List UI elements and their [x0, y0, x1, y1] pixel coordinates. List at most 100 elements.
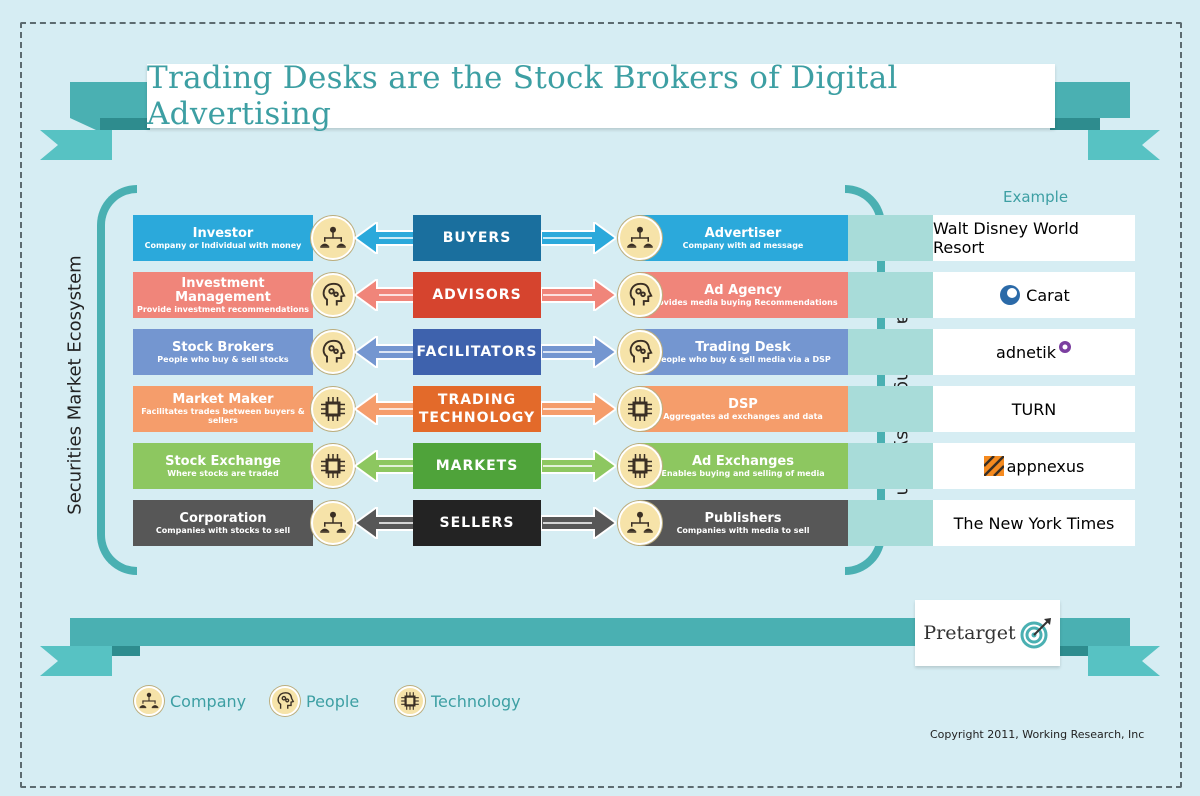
securities-role-description: Company or Individual with money	[144, 240, 302, 250]
example-band	[848, 443, 933, 489]
carat-logo-icon	[1000, 285, 1021, 305]
people-icon	[270, 686, 300, 716]
page-title: Trading Desks are the Stock Brokers of D…	[147, 60, 898, 132]
example-band	[848, 272, 933, 318]
securities-role-label: Investment Management	[175, 275, 271, 305]
company-icon	[311, 216, 355, 260]
legend-technology: Technology	[395, 686, 521, 716]
securities-role-description: Facilitates trades between buyers & sell…	[141, 407, 305, 425]
technology-icon	[618, 387, 662, 431]
media-role-description: Provides media buying Recommendations	[648, 297, 838, 307]
left-ecosystem-label: Securities Market Ecosystem	[64, 255, 86, 515]
company-icon	[134, 686, 164, 716]
category-label: ADVISORS	[413, 272, 541, 318]
securities-role-label: Market Maker	[172, 392, 274, 407]
target-icon	[1020, 618, 1051, 649]
securities-role-label: Corporation	[179, 510, 267, 526]
media-role-description: People who buy & sell media via a DSP	[655, 354, 831, 364]
media-role-label: DSP	[728, 396, 758, 412]
arrow-right	[541, 507, 616, 539]
example-band	[848, 329, 933, 375]
media-role-label: Ad Agency	[704, 282, 782, 298]
securities-role-label: Stock Exchange	[165, 453, 281, 469]
arrow-right	[541, 279, 616, 311]
brand-name: Pretarget	[923, 622, 1016, 644]
example-logo-box: The New York Times	[933, 500, 1135, 546]
category-label: MARKETS	[413, 443, 541, 489]
legend-label: Technology	[431, 691, 521, 711]
pretarget-logo: Pretarget	[915, 600, 1060, 666]
securities-role-description: Provide investment recommendations	[137, 304, 309, 314]
example-logo-box: Carat	[933, 272, 1135, 318]
title-box: Trading Desks are the Stock Brokers of D…	[147, 60, 1055, 132]
example-logo-text: TURN	[1011, 399, 1057, 419]
example-logo-box: Walt Disney World Resort	[933, 215, 1135, 261]
example-logo-text: appnexus	[1006, 456, 1085, 476]
technology-icon	[311, 387, 355, 431]
arrow-right	[541, 336, 616, 368]
example-logo-box: appnexus	[933, 443, 1135, 489]
securities-role-label: Investor	[192, 225, 254, 241]
example-logo-text: Walt Disney World Resort	[933, 219, 1079, 257]
media-role-label: Publishers	[704, 510, 782, 526]
category-label: FACILITATORS	[413, 329, 541, 375]
copyright-text: Copyright 2011, Working Research, Inc	[930, 728, 1145, 741]
legend-label: People	[306, 691, 360, 711]
media-role-description: Companies with media to sell	[676, 525, 810, 535]
example-logo-box: adnetik	[933, 329, 1135, 375]
people-icon	[618, 273, 662, 317]
media-role-description: Company with ad message	[682, 240, 804, 250]
arrow-right	[541, 450, 616, 482]
example-band	[848, 386, 933, 432]
company-icon	[618, 501, 662, 545]
dashed-border	[20, 22, 1182, 788]
people-icon	[311, 273, 355, 317]
people-icon	[311, 330, 355, 374]
arrow-right	[541, 393, 616, 425]
example-logo-box: TURN	[933, 386, 1135, 432]
left-bracket	[97, 185, 137, 575]
example-logo-text: adnetik	[996, 342, 1056, 362]
securities-role-label: Stock Brokers	[172, 339, 274, 355]
media-role-description: Aggregates ad exchanges and data	[663, 411, 823, 421]
securities-role-description: People who buy & sell stocks	[157, 354, 289, 364]
arrow-right	[541, 222, 616, 254]
example-band	[848, 215, 933, 261]
securities-role-description: Companies with stocks to sell	[155, 525, 291, 535]
category-label: BUYERS	[413, 215, 541, 261]
media-role-label: Ad Exchanges	[691, 453, 794, 469]
example-logo-text: The New York Times	[953, 513, 1115, 533]
category-label: SELLERS	[413, 500, 541, 546]
media-role-label: Trading Desk	[695, 339, 791, 355]
adnetik-logo-icon	[1058, 341, 1071, 353]
media-role-label: Advertiser	[704, 225, 782, 241]
technology-icon	[395, 686, 425, 716]
example-band	[848, 500, 933, 546]
company-icon	[311, 501, 355, 545]
legend-company: Company	[134, 686, 246, 716]
title-ribbon	[40, 82, 1160, 160]
category-label: TRADING TECHNOLOGY	[413, 386, 541, 432]
example-logo-text: Carat	[1026, 285, 1070, 305]
legend-people: People	[270, 686, 359, 716]
technology-icon	[311, 444, 355, 488]
appnexus-logo-icon	[983, 456, 1004, 476]
